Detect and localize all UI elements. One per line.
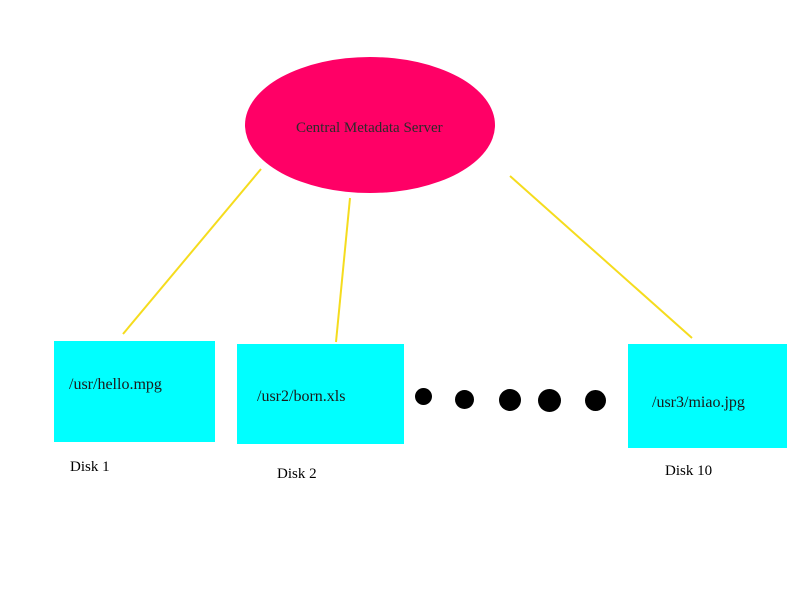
disk-2-label: Disk 2 — [277, 466, 317, 482]
connector-disk-1 — [122, 168, 262, 335]
ellipsis-dot — [499, 389, 521, 411]
ellipsis-dot — [415, 388, 432, 405]
disk-1-node — [54, 341, 215, 442]
disk-1-file: /usr/hello.mpg — [69, 376, 162, 393]
disk-1-label: Disk 1 — [70, 459, 110, 475]
disk-10-label: Disk 10 — [665, 463, 713, 479]
connector-disk-2 — [335, 197, 351, 343]
disk-10-file: /usr3/miao.jpg — [652, 394, 745, 411]
disk-2-node — [237, 344, 404, 444]
connector-disk-10 — [509, 175, 693, 339]
metadata-server-node — [245, 57, 495, 193]
disk-10-node — [628, 344, 787, 448]
disk-2-file: /usr2/born.xls — [257, 388, 346, 405]
ellipsis-dot — [455, 390, 474, 409]
metadata-server-label: Central Metadata Server — [296, 120, 443, 136]
ellipsis-dot — [538, 389, 561, 412]
ellipsis-dot — [585, 390, 606, 411]
